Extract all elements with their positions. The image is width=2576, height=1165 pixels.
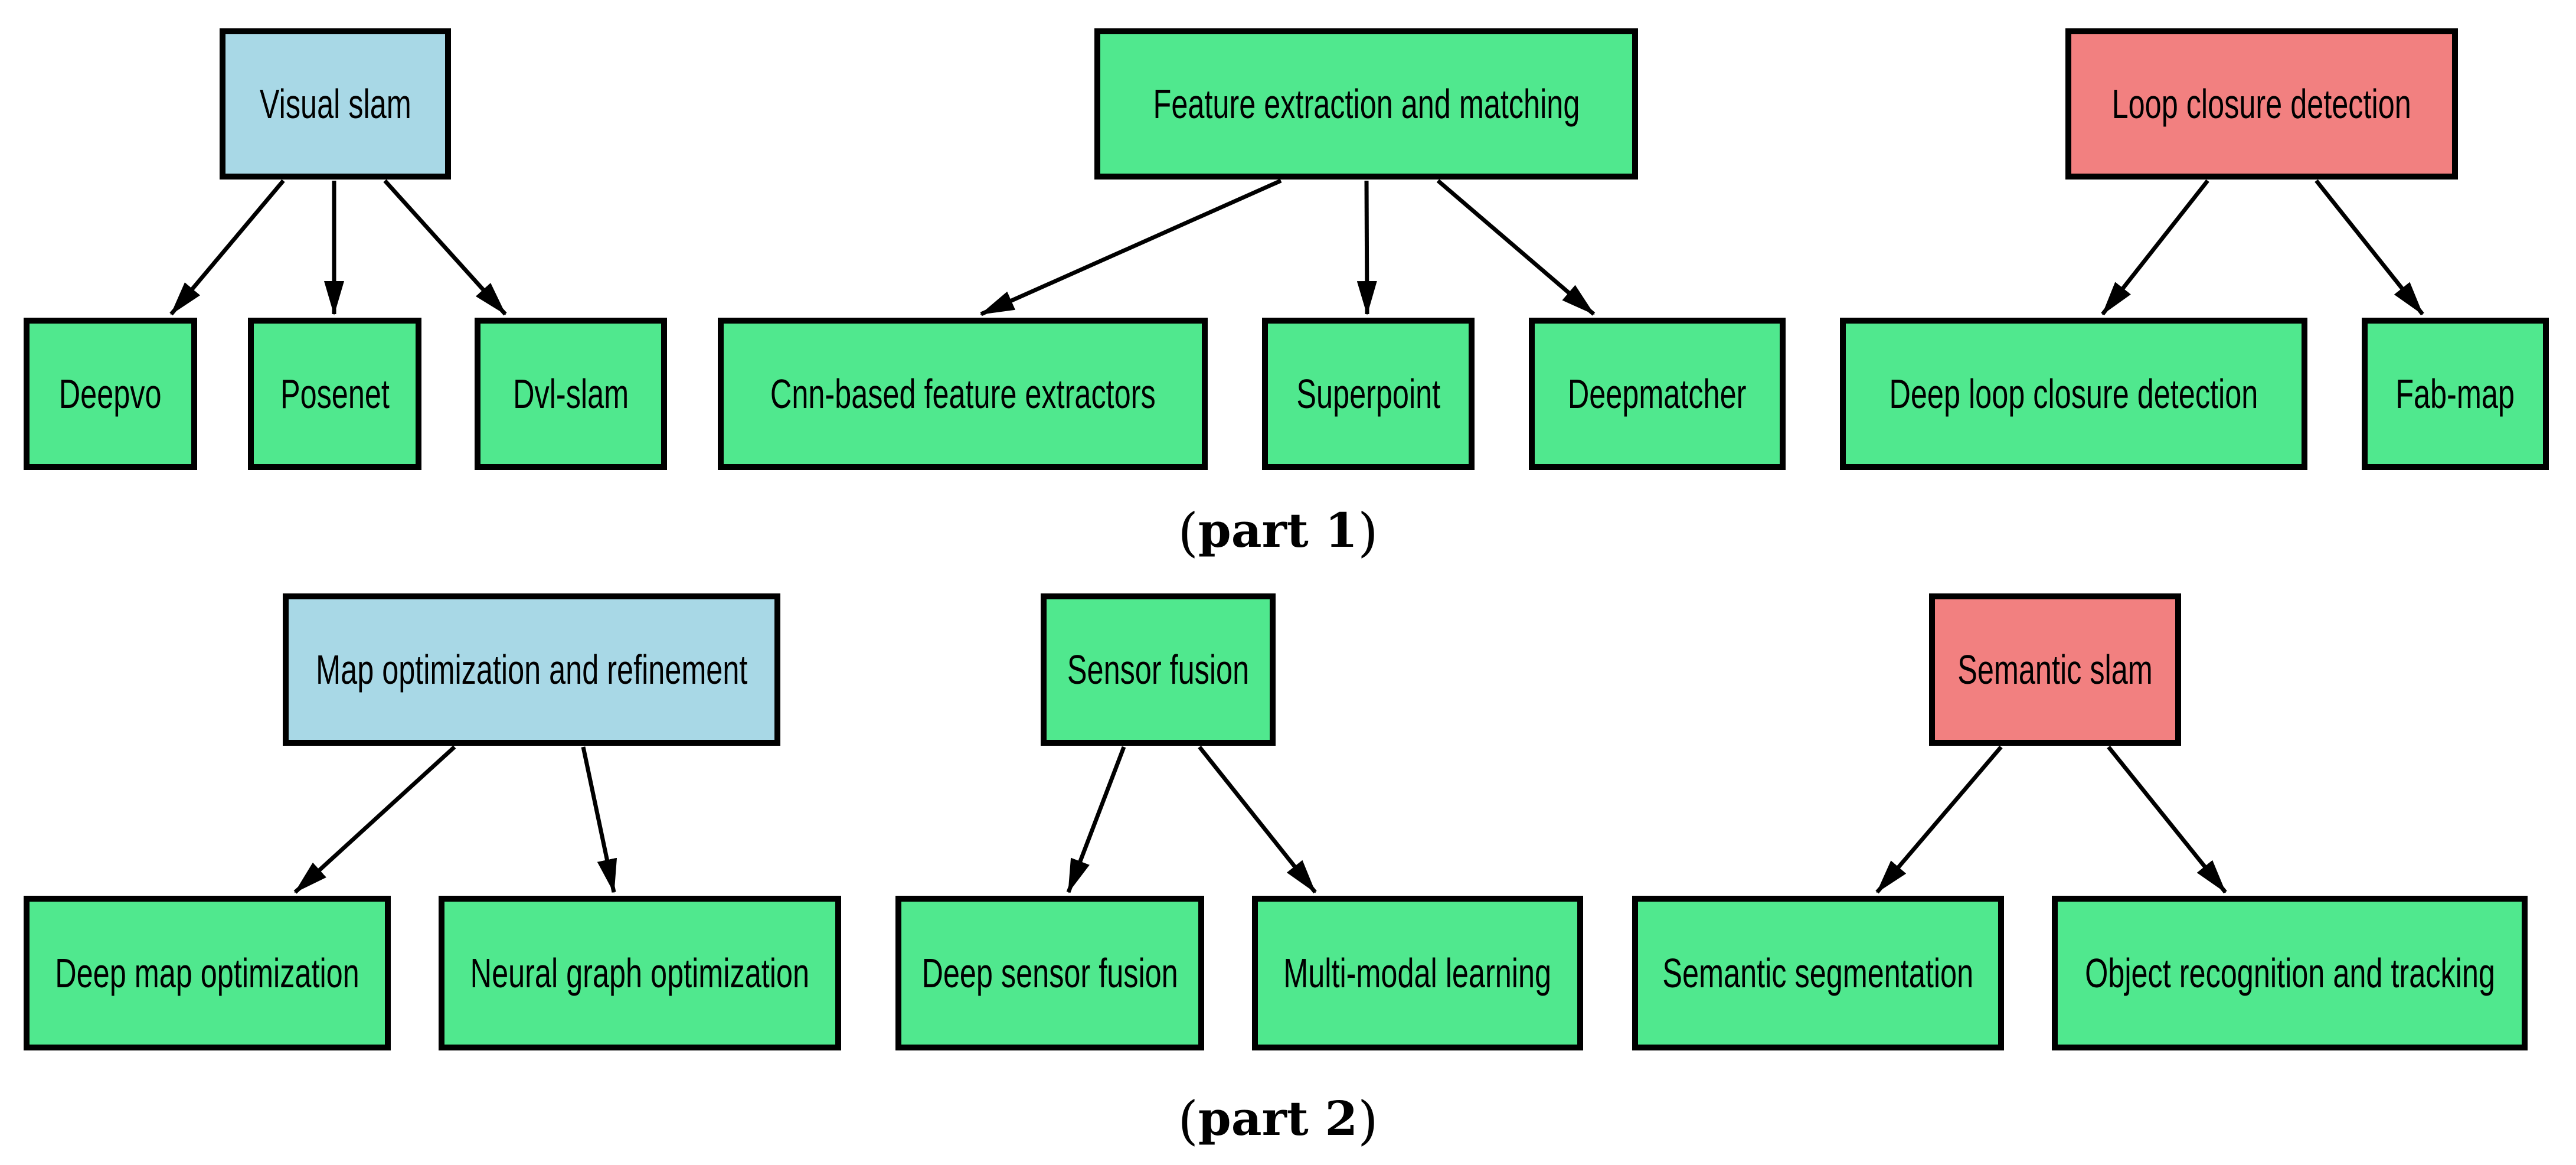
- edge-sensor-multimodal: [1198, 745, 1317, 894]
- node-label: Visual slam: [259, 81, 411, 127]
- edge-semantic-objectrec: [2107, 745, 2227, 894]
- edge-loop-fabmap: [2315, 179, 2424, 316]
- node-label: Deep map optimization: [55, 950, 359, 996]
- node-neural-graph-optimization: Neural graph optimization: [439, 896, 841, 1050]
- node-deepmatcher: Deepmatcher: [1529, 318, 1786, 470]
- node-superpoint: Superpoint: [1262, 318, 1475, 470]
- edge-semantic-segmentation: [1875, 745, 2003, 894]
- node-fab-map: Fab-map: [2362, 318, 2549, 470]
- edge-feature-deepmatcher: [1436, 179, 1596, 316]
- edge-mapopt-deepmap: [293, 745, 456, 894]
- edge-sensor-deepsensor: [1066, 746, 1126, 893]
- node-visual-slam: Visual slam: [220, 28, 451, 180]
- edge-visualslam-deepvo: [169, 179, 285, 316]
- node-posenet: Posenet: [248, 318, 421, 470]
- node-label: Object recognition and tracking: [2084, 950, 2495, 996]
- edge-feature-cnn: [980, 178, 1282, 316]
- node-multi-modal-learning: Multi-modal learning: [1252, 896, 1583, 1050]
- node-label: Sensor fusion: [1067, 647, 1250, 693]
- caption-part-2: (part 2): [1042, 1095, 1514, 1147]
- node-deep-sensor-fusion: Deep sensor fusion: [895, 896, 1204, 1050]
- caption-close-paren: ): [1358, 502, 1378, 563]
- node-label: Fab-map: [2395, 371, 2515, 417]
- caption-text: part 1: [1198, 502, 1358, 558]
- node-map-optimization-and-refinement: Map optimization and refinement: [283, 593, 780, 746]
- node-label: Loop closure detection: [2111, 81, 2412, 127]
- node-label: Semantic slam: [1957, 647, 2153, 693]
- caption-part-1: (part 1): [1042, 507, 1514, 559]
- node-label: Map optimization and refinement: [315, 647, 748, 693]
- node-cnn-based-feature-extractors: Cnn-based feature extractors: [718, 318, 1208, 470]
- node-dvl-slam: Dvl-slam: [475, 318, 667, 470]
- node-loop-closure-detection: Loop closure detection: [2065, 28, 2458, 180]
- node-sensor-fusion: Sensor fusion: [1041, 593, 1276, 746]
- node-label: Deep loop closure detection: [1889, 371, 2258, 417]
- node-label: Dvl-slam: [513, 371, 629, 417]
- node-object-recognition-and-tracking: Object recognition and tracking: [2052, 896, 2528, 1050]
- node-label: Semantic segmentation: [1662, 950, 1974, 996]
- node-label: Posenet: [280, 371, 390, 417]
- node-label: Deep sensor fusion: [921, 950, 1178, 996]
- node-deep-map-optimization: Deep map optimization: [24, 896, 391, 1050]
- node-label: Feature extraction and matching: [1153, 81, 1580, 127]
- caption-open-paren: (: [1178, 502, 1198, 563]
- node-label: Superpoint: [1296, 371, 1440, 417]
- node-label: Neural graph optimization: [470, 950, 810, 996]
- node-deepvo: Deepvo: [24, 318, 197, 470]
- node-label: Cnn-based feature extractors: [770, 371, 1156, 417]
- edge-mapopt-neuralgraph: [581, 746, 617, 893]
- node-label: Multi-modal learning: [1283, 950, 1552, 996]
- node-feature-extraction-and-matching: Feature extraction and matching: [1094, 28, 1638, 180]
- node-semantic-segmentation: Semantic segmentation: [1632, 896, 2004, 1050]
- caption-text: part 2: [1198, 1091, 1358, 1146]
- node-semantic-slam: Semantic slam: [1929, 593, 2181, 746]
- edge-loop-deeploop: [2101, 179, 2209, 316]
- node-label: Deepmatcher: [1568, 371, 1747, 417]
- caption-close-paren: ): [1358, 1090, 1378, 1151]
- caption-open-paren: (: [1178, 1090, 1198, 1151]
- node-label: Deepvo: [59, 371, 162, 417]
- node-deep-loop-closure-detection: Deep loop closure detection: [1840, 318, 2307, 470]
- edge-visualslam-dvlslam: [383, 179, 507, 316]
